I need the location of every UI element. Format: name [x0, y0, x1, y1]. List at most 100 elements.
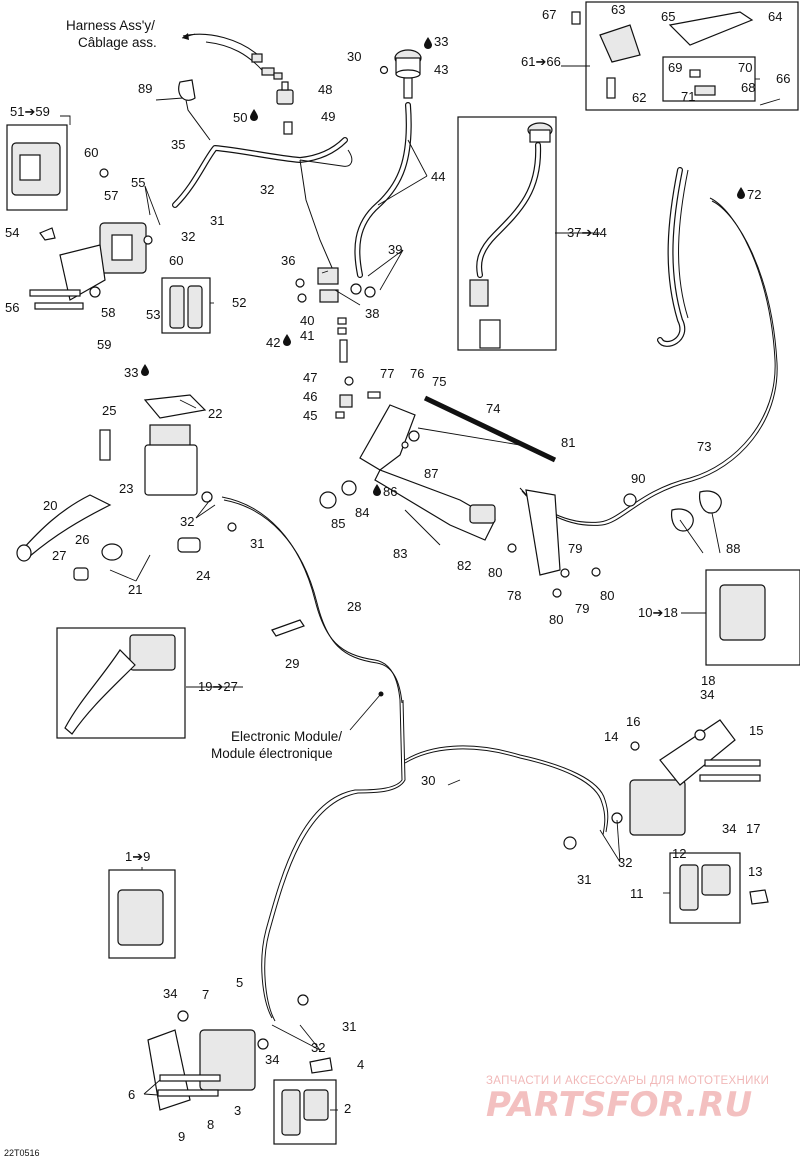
part-48-block	[276, 81, 294, 135]
callout-32-top: 32	[260, 182, 274, 197]
brake-line-right-b	[404, 748, 606, 836]
module-label-line1: Electronic Module/	[231, 729, 342, 744]
arrow-icon	[182, 33, 189, 40]
callout-64: 64	[768, 9, 782, 24]
range-19-27: 19➔27	[198, 679, 238, 694]
callout-11: 11	[630, 886, 644, 901]
inset-box-52	[161, 277, 211, 334]
callout-9: 9	[178, 1129, 185, 1144]
brake-pad-icon	[187, 285, 203, 329]
brake-pedal-assembly	[271, 391, 722, 637]
callout-77: 77	[380, 366, 394, 381]
bolt-icon	[297, 293, 307, 303]
brake-line-rear-b	[264, 699, 406, 1022]
callout-41: 41	[300, 328, 314, 343]
left-caliper-assembly	[6, 124, 211, 334]
callout-81: 81	[561, 435, 575, 450]
range-labels: 51➔59 61➔66 37➔44 10➔18 19➔27 1➔9	[10, 54, 678, 864]
inset-61-66	[571, 1, 799, 111]
callout-75: 75	[432, 374, 446, 389]
callout-52: 52	[232, 295, 246, 310]
brake-line-73-b	[521, 200, 778, 526]
callout-62: 62	[632, 90, 646, 105]
callout-58: 58	[101, 305, 115, 320]
brake-line-rear	[261, 699, 403, 1019]
harness-assembly: Harness Ass'y/ Câblage ass.	[66, 18, 283, 80]
callout-79-top: 79	[568, 541, 582, 556]
callout-59: 59	[97, 337, 111, 352]
drop-icon	[737, 187, 745, 199]
brake-pad-icon	[281, 1089, 301, 1136]
callout-55: 55	[131, 175, 145, 190]
callout-72: 72	[747, 187, 761, 202]
callout-34-rear-top: 34	[163, 986, 177, 1001]
callout-87: 87	[424, 466, 438, 481]
inset-1-9	[108, 869, 176, 959]
brake-line-right	[404, 745, 609, 833]
brake-pad-icon	[701, 864, 731, 896]
callout-57: 57	[104, 188, 118, 203]
callout-42: 42	[266, 335, 280, 350]
callout-80-right: 80	[600, 588, 614, 603]
rear-caliper-assembly	[147, 994, 337, 1145]
callout-31-right: 31	[577, 872, 591, 887]
callout-38: 38	[365, 306, 379, 321]
callout-85: 85	[331, 516, 345, 531]
leader-lines	[60, 65, 781, 1111]
connector-icon	[251, 53, 263, 63]
part-29	[271, 619, 305, 637]
inset-37-44	[457, 116, 557, 351]
inset-19-27	[56, 627, 186, 739]
range-1-9: 1➔9	[125, 849, 150, 864]
lever-20	[21, 494, 112, 557]
callout-33-left: 33	[124, 365, 138, 380]
module-label-line2: Module électronique	[211, 746, 333, 761]
callout-13: 13	[748, 864, 762, 879]
brake-pad-icon	[679, 864, 699, 911]
callout-68: 68	[741, 80, 755, 95]
callout-20: 20	[43, 498, 57, 513]
callout-25: 25	[102, 403, 116, 418]
callout-14: 14	[604, 729, 618, 744]
callout-6: 6	[128, 1087, 135, 1102]
callout-45: 45	[303, 408, 317, 423]
callout-24: 24	[196, 568, 210, 583]
callout-76: 76	[410, 366, 424, 381]
callout-47: 47	[303, 370, 317, 385]
drop-icon	[283, 334, 291, 346]
callout-22: 22	[208, 406, 222, 421]
harness-label-line1: Harness Ass'y/	[66, 18, 155, 33]
watermark: ЗАПЧАСТИ И АКСЕССУАРЫ ДЛЯ МОТОТЕХНИКИ PA…	[486, 1075, 769, 1125]
callout-31-rear: 31	[342, 1019, 356, 1034]
callout-23: 23	[119, 481, 133, 496]
callout-34-right-bottom: 34	[722, 821, 736, 836]
callout-36: 36	[281, 253, 295, 268]
callout-31-master: 31	[250, 536, 264, 551]
callout-69: 69	[668, 60, 682, 75]
callout-3: 3	[234, 1103, 241, 1118]
connector-icon	[273, 72, 283, 80]
callout-82: 82	[457, 558, 471, 573]
callout-32-right: 32	[618, 855, 632, 870]
bracket-78	[525, 489, 561, 576]
callout-31-left: 31	[210, 213, 224, 228]
callout-86: 86	[383, 484, 397, 499]
watermark-brand: PARTSFOR.RU	[486, 1085, 752, 1125]
clamp-89	[178, 79, 196, 101]
callout-40: 40	[300, 313, 314, 328]
figure-code: 22T0516	[4, 1148, 40, 1158]
callout-46: 46	[303, 389, 317, 404]
brake-pad-icon	[303, 1089, 329, 1121]
callout-34-right-top: 34	[700, 687, 714, 702]
callout-63: 63	[611, 2, 625, 17]
callout-80-left: 80	[488, 565, 502, 580]
callout-54: 54	[5, 225, 19, 240]
callout-70: 70	[738, 60, 752, 75]
drop-icon	[141, 364, 149, 376]
callout-27: 27	[52, 548, 66, 563]
callout-71: 71	[681, 89, 695, 104]
callout-65: 65	[661, 9, 675, 24]
brake-line-28	[221, 496, 401, 701]
drop-icon	[424, 37, 432, 49]
